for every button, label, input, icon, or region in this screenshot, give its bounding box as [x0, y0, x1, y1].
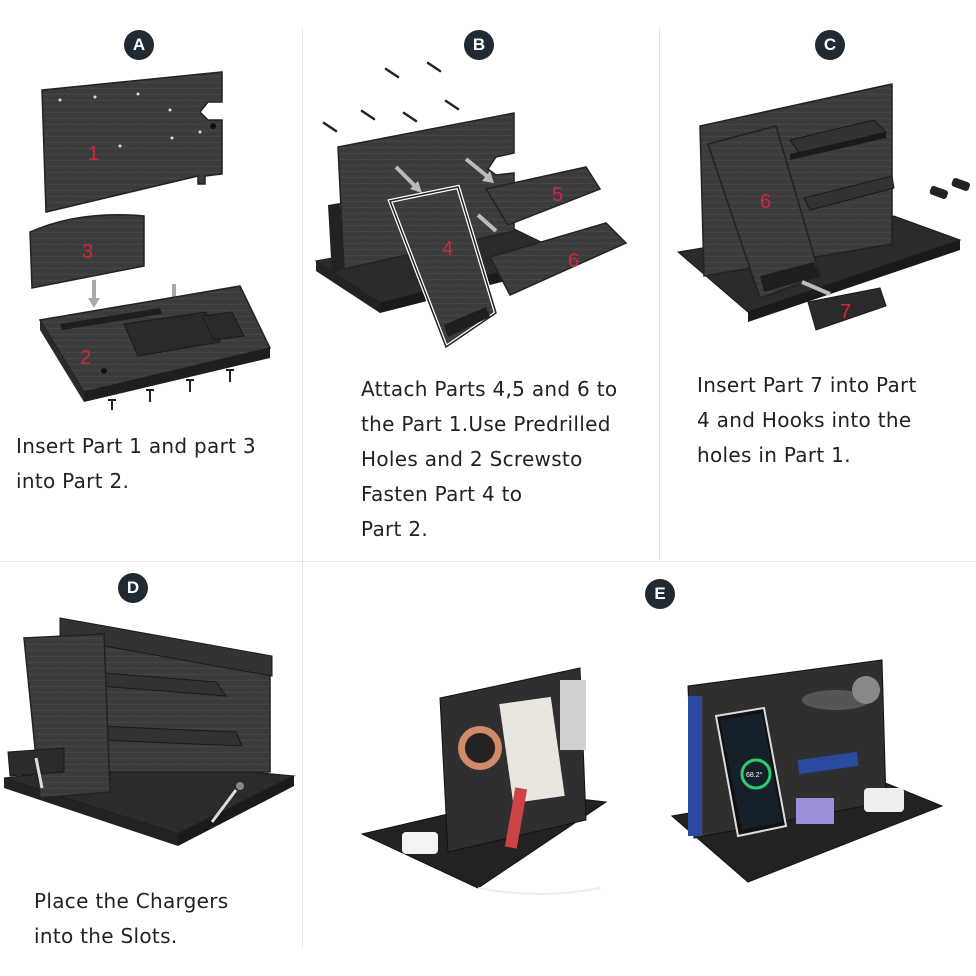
- part-label-4: 4: [442, 238, 453, 260]
- step-d-illustration: [3, 617, 296, 846]
- caption-line: into Part 2.: [16, 469, 130, 493]
- step-c-illustration: 6 7: [676, 83, 970, 331]
- step-b-badge: B: [464, 30, 494, 60]
- step-a-illustration: 1 3 2: [29, 71, 272, 410]
- step-d-badge: D: [118, 573, 148, 603]
- grid-divider-vertical-2: [659, 28, 660, 560]
- caption-line: into the Slots.: [34, 924, 178, 948]
- step-e-photo-1: [360, 667, 608, 895]
- step-c-caption: Insert Part 7 into Part 4 and Hooks into…: [697, 368, 917, 473]
- caption-line: Fasten Part 4 to: [361, 482, 523, 506]
- step-b-caption: Attach Parts 4,5 and 6 to the Part 1.Use…: [361, 372, 617, 547]
- caption-line: Part 2.: [361, 517, 429, 541]
- part-label-3: 3: [82, 241, 93, 263]
- part-label-1: 1: [88, 143, 99, 165]
- caption-line: Insert Part 1 and part 3: [16, 434, 256, 458]
- part-label-6: 6: [568, 250, 579, 272]
- caption-line: the Part 1.Use Predrilled: [361, 412, 611, 436]
- part-label-2: 2: [80, 347, 91, 369]
- caption-line: holes in Part 1.: [697, 443, 851, 467]
- part-label-6: 6: [760, 191, 771, 213]
- caption-line: Insert Part 7 into Part: [697, 373, 917, 397]
- step-a-badge: A: [124, 30, 154, 60]
- step-b-illustration: 4 5 6: [314, 61, 628, 351]
- caption-line: Attach Parts 4,5 and 6 to: [361, 377, 618, 401]
- caption-line: Place the Chargers: [34, 889, 229, 913]
- grid-divider-vertical-1: [302, 28, 303, 948]
- step-e-photo-2: 68.2°: [670, 659, 944, 883]
- step-a-caption: Insert Part 1 and part 3 into Part 2.: [16, 429, 256, 499]
- part-label-5: 5: [552, 184, 563, 206]
- part-label-7: 7: [840, 301, 851, 323]
- grid-divider-horizontal: [0, 561, 976, 562]
- caption-line: Holes and 2 Screwsto: [361, 447, 583, 471]
- phone-reading: 68.2°: [746, 771, 763, 779]
- caption-line: 4 and Hooks into the: [697, 408, 912, 432]
- step-e-badge: E: [645, 579, 675, 609]
- step-c-badge: C: [815, 30, 845, 60]
- step-d-caption: Place the Chargers into the Slots.: [34, 884, 229, 954]
